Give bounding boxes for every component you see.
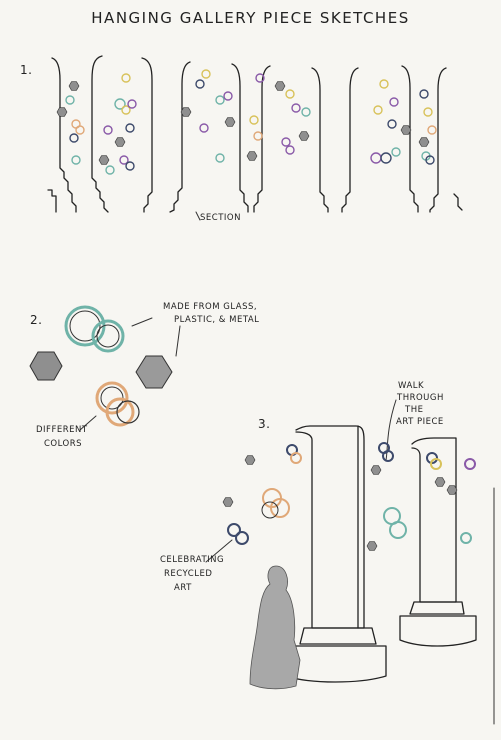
section-leader-line: [195, 211, 201, 221]
colors-note-line2: colors: [44, 439, 83, 449]
column-outline: [91, 55, 109, 213]
walk-note-line2: through: [397, 393, 444, 403]
materials-note-line1: Made from glass,: [163, 302, 258, 312]
column-outline: [169, 61, 191, 213]
column-outline: [341, 67, 359, 213]
column-outline: [47, 189, 57, 213]
color-leader-line: [79, 415, 97, 431]
sketch-number-three: 3.: [258, 417, 271, 431]
sketch-number-one: 1.: [20, 63, 33, 77]
walk-note-line4: art piece: [396, 417, 444, 427]
column-outline: [429, 67, 447, 213]
column-outline: [453, 193, 463, 211]
recycled-note-line2: Recycled: [164, 569, 213, 579]
material-leader-line: [131, 317, 153, 327]
page-title: Hanging Gallery Piece Sketches: [91, 9, 410, 27]
column-outline: [51, 57, 77, 213]
column-outline: [141, 57, 153, 213]
recycled-note-line3: art: [174, 583, 192, 593]
section-label: Section: [200, 213, 241, 223]
walk-leader-line: [385, 399, 397, 461]
column-outline: [401, 65, 419, 213]
column-outline: [311, 67, 329, 213]
celebrate-leader-line: [205, 539, 233, 563]
column-outline: [231, 63, 249, 213]
colors-note-line1: Different: [36, 425, 88, 435]
person-silhouette: [249, 565, 301, 690]
material-leader-line: [175, 325, 181, 357]
recycled-note-line1: Celebrating: [160, 555, 225, 565]
material-study-sketch: [29, 305, 181, 431]
front-column: [295, 425, 365, 629]
sketch-number-two: 2.: [30, 313, 43, 327]
walk-note-line3: the: [405, 405, 424, 415]
section-elevation-sketches: [47, 55, 463, 221]
walk-note-line1: Walk: [398, 381, 425, 391]
materials-note-line2: plastic, & metal: [174, 315, 260, 325]
perspective-sketch: [205, 399, 495, 725]
